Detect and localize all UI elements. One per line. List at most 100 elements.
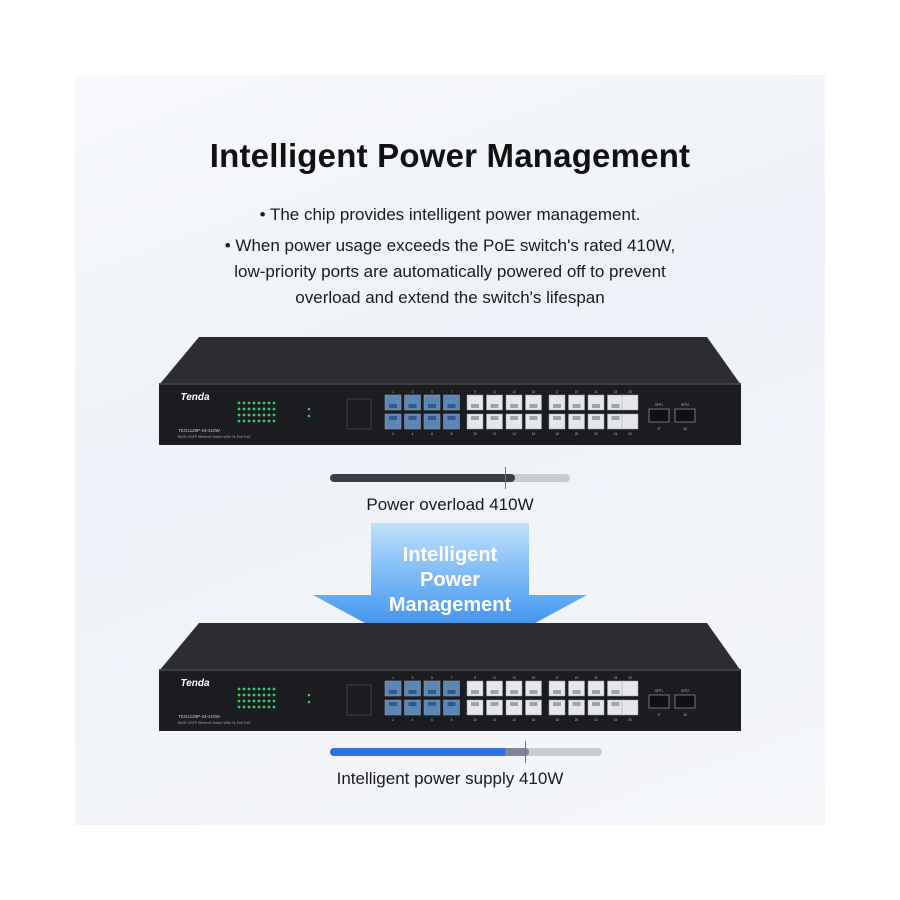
brand-logo: Tenda (180, 392, 210, 403)
port-number-label: 8 (451, 432, 453, 436)
port-number-label: 3 (412, 676, 414, 680)
supply-bar (330, 748, 529, 756)
port-number-label: 17 (555, 676, 559, 680)
down-arrow: Intelligent Power Management (313, 523, 587, 669)
port-number-label: 2 (392, 718, 394, 722)
port-number-label: 22 (594, 718, 598, 722)
port-number-label: 1 (392, 390, 394, 394)
port-number-label: 25 (628, 676, 632, 680)
port-number-label: 23 (614, 390, 618, 394)
sfp-number-label: 27 (657, 427, 661, 431)
port-number-label: 21 (594, 390, 598, 394)
port-number-label: 9 (474, 676, 476, 680)
status-led (307, 700, 311, 704)
mode-selector (346, 398, 372, 430)
model-label: TEG1128P-24-410W (178, 714, 220, 719)
sfp-port (648, 408, 670, 423)
uplink-port (621, 394, 639, 411)
port-number-label: 1 (392, 676, 394, 680)
port-number-label: 6 (431, 432, 433, 436)
arrow-line-3: Management (388, 594, 512, 616)
port-number-label: 25 (628, 390, 632, 394)
port-number-label: 13 (512, 390, 516, 394)
arrow-label: Intelligent Power Management (313, 543, 587, 618)
overload-marker (505, 467, 506, 489)
port-number-label: 3 (412, 390, 414, 394)
status-led (307, 407, 311, 411)
port-number-label: 20 (575, 432, 579, 436)
port-number-label: 15 (532, 676, 536, 680)
port-number-label: 19 (575, 390, 579, 394)
port-number-label: 12 (493, 432, 497, 436)
port-number-label: 24 (614, 432, 618, 436)
port-number-label: 26 (628, 718, 632, 722)
mode-selector (346, 684, 372, 716)
port-number-label: 5 (431, 676, 433, 680)
sfp-label: SFP2 (681, 403, 689, 407)
sfp-port (674, 408, 696, 423)
port-number-label: 9 (474, 390, 476, 394)
port-number-label: 4 (412, 718, 414, 722)
switch-top-cover (159, 337, 741, 385)
port-number-label: 5 (431, 390, 433, 394)
port-number-label: 17 (555, 390, 559, 394)
port-number-label: 7 (451, 390, 453, 394)
bullet-line-1: • When power usage exceeds the PoE switc… (224, 236, 676, 255)
port-number-label: 4 (412, 432, 414, 436)
port-number-label: 2 (392, 432, 394, 436)
page-title: Intelligent Power Management (209, 137, 691, 174)
arrow-line-2: Power (419, 569, 481, 591)
supply-caption: Intelligent power supply 410W (336, 769, 564, 788)
port-number-label: 26 (628, 432, 632, 436)
port-number-label: 20 (575, 718, 579, 722)
product-panel: Intelligent Power Management • The chip … (75, 75, 825, 825)
bullet-line-2: low-priority ports are automatically pow… (234, 262, 666, 281)
brand-logo: Tenda (180, 678, 210, 689)
bullet-chip: • The chip provides intelligent power ma… (259, 205, 641, 224)
port-number-label: 19 (575, 676, 579, 680)
uplink-port (621, 680, 639, 697)
overload-caption: Power overload 410W (366, 495, 534, 514)
port-number-label: 14 (512, 718, 516, 722)
port-number-label: 16 (532, 432, 536, 436)
model-description: 26GE+2SFP Ethernet Switch With 24-Port P… (177, 435, 251, 439)
switch-top-cover (159, 623, 741, 671)
arrow-shape (313, 523, 587, 669)
port-number-label: 18 (555, 432, 559, 436)
port-number-label: 23 (614, 676, 618, 680)
sfp-label: SFP1 (655, 689, 663, 693)
port-number-label: 12 (493, 718, 497, 722)
status-led (307, 693, 311, 697)
port-number-label: 10 (473, 432, 477, 436)
port-number-label: 7 (451, 676, 453, 680)
port-number-label: 16 (532, 718, 536, 722)
sfp-label: SFP2 (681, 689, 689, 693)
sfp-port (648, 694, 670, 709)
sfp-number-label: 27 (657, 713, 661, 717)
supply-marker (525, 741, 526, 763)
arrow-line-1: Intelligent (402, 544, 498, 566)
model-description: 26GE+2SFP Ethernet Switch With 24-Port P… (177, 721, 251, 725)
bullet-overload: • When power usage exceeds the PoE switc… (75, 233, 825, 311)
bullet-line-3: overload and extend the switch's lifespa… (295, 288, 605, 307)
port-number-label: 6 (431, 718, 433, 722)
port-number-label: 11 (493, 390, 497, 394)
port-number-label: 8 (451, 718, 453, 722)
sfp-number-label: 28 (683, 713, 687, 717)
port-number-label: 10 (473, 718, 477, 722)
uplink-port (621, 413, 639, 430)
sfp-number-label: 28 (683, 427, 687, 431)
model-label: TEG1128P-24-410W (178, 428, 220, 433)
port-number-label: 13 (512, 676, 516, 680)
uplink-port (621, 699, 639, 716)
port-number-label: 18 (555, 718, 559, 722)
port-number-label: 24 (614, 718, 618, 722)
port-number-label: 14 (512, 432, 516, 436)
status-led (307, 414, 311, 418)
port-number-label: 21 (594, 676, 598, 680)
port-number-label: 22 (594, 432, 598, 436)
